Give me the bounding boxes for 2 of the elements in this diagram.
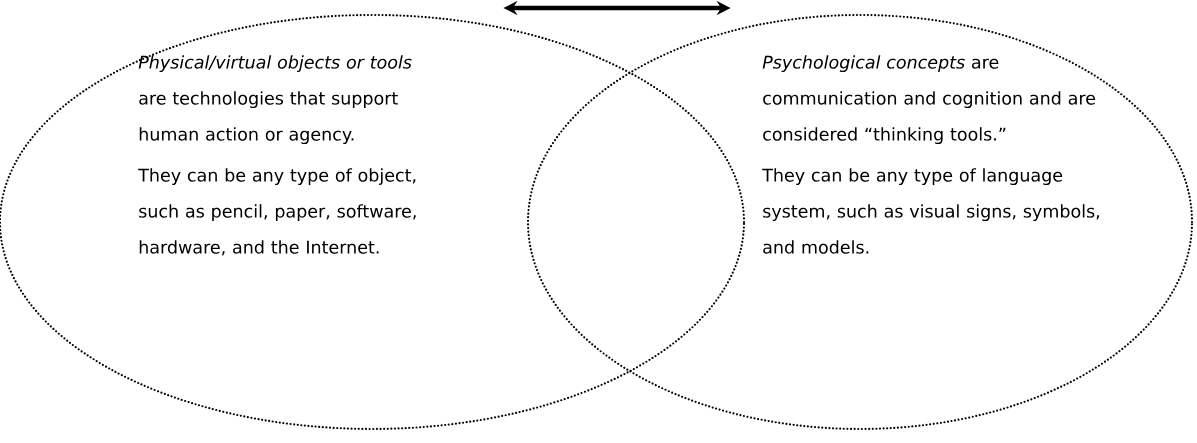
oval-text: Psychological concepts are communication and cognition and are considered “thinking tools.” They can be any type of language system, such as visual signs, symbols, and models. bbox=[762, 55, 1100, 254]
oval-text: Physical/virtual objects or tools are technologies that support human action or agency. They can be any type of object, such as pencil, paper, software, hardware, and the Internet. bbox=[138, 55, 416, 256]
